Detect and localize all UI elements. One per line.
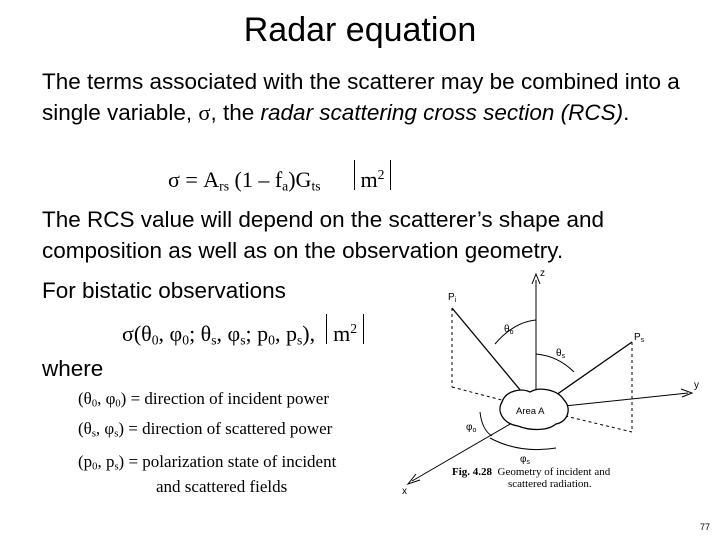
definition-incident: (θ0, φ0) = direction of incident power — [78, 389, 329, 410]
rcs-term: radar scattering cross section (RCS) — [260, 100, 624, 125]
slide-title: Radar equation — [243, 11, 477, 49]
phis-arc — [489, 437, 557, 451]
label-thetas: θs — [556, 348, 566, 360]
sigma-symbol: σ — [198, 100, 211, 125]
para1-text-c: . — [623, 100, 630, 125]
phi0-arc — [479, 411, 493, 437]
label-theta0: θo — [504, 324, 514, 336]
where-label: where — [42, 356, 104, 381]
paragraph-rcs: The terms associated with the scatterer … — [42, 66, 682, 128]
theta0-arc — [494, 319, 537, 345]
para1-text-b: , the — [210, 100, 261, 125]
label-pi: Pi — [448, 292, 457, 304]
label-x: x — [402, 486, 407, 497]
unit-bracket-2: m2 — [326, 314, 365, 346]
label-phi0: φo — [466, 422, 476, 434]
label-ps: Ps — [634, 332, 645, 344]
label-z: z — [540, 268, 545, 279]
paragraph-bistatic: For bistatic observations — [42, 278, 286, 303]
geometry-figure: z y x Pi Ps θo θs φo φs Area A — [402, 268, 699, 497]
area-a-shape — [499, 388, 569, 431]
x-axis-arrow — [406, 473, 421, 486]
definition-continuation: and scattered fields — [156, 477, 288, 496]
label-area: Area A — [516, 406, 545, 417]
page-number: 77 — [699, 522, 710, 532]
label-y: y — [694, 380, 699, 391]
equation-bistatic: σ(θ0, φ0; θs, φs; p0, ps), m2 — [122, 314, 365, 349]
scattered-ground-line — [535, 408, 633, 433]
definition-scattered: (θs, φs) = direction of scattered power — [78, 419, 333, 440]
z-axis-arrow — [531, 272, 541, 285]
unit-bracket: m2 — [353, 160, 392, 192]
label-phis: φs — [520, 454, 530, 466]
figure-caption: Fig. 4.28 Geometry of incident and scatt… — [452, 466, 611, 490]
definition-polarization: (p0, ps) = polarization state of inciden… — [78, 452, 337, 473]
equation-rcs: σ = Ars (1 – fa)Gts m2 — [168, 160, 392, 195]
y-axis-arrow — [680, 388, 694, 398]
paragraph-geometry: The RCS value will depend on the scatter… — [42, 207, 605, 263]
para1-text: The terms associated with the scatterer … — [42, 69, 680, 125]
thetas-arc — [535, 353, 575, 373]
